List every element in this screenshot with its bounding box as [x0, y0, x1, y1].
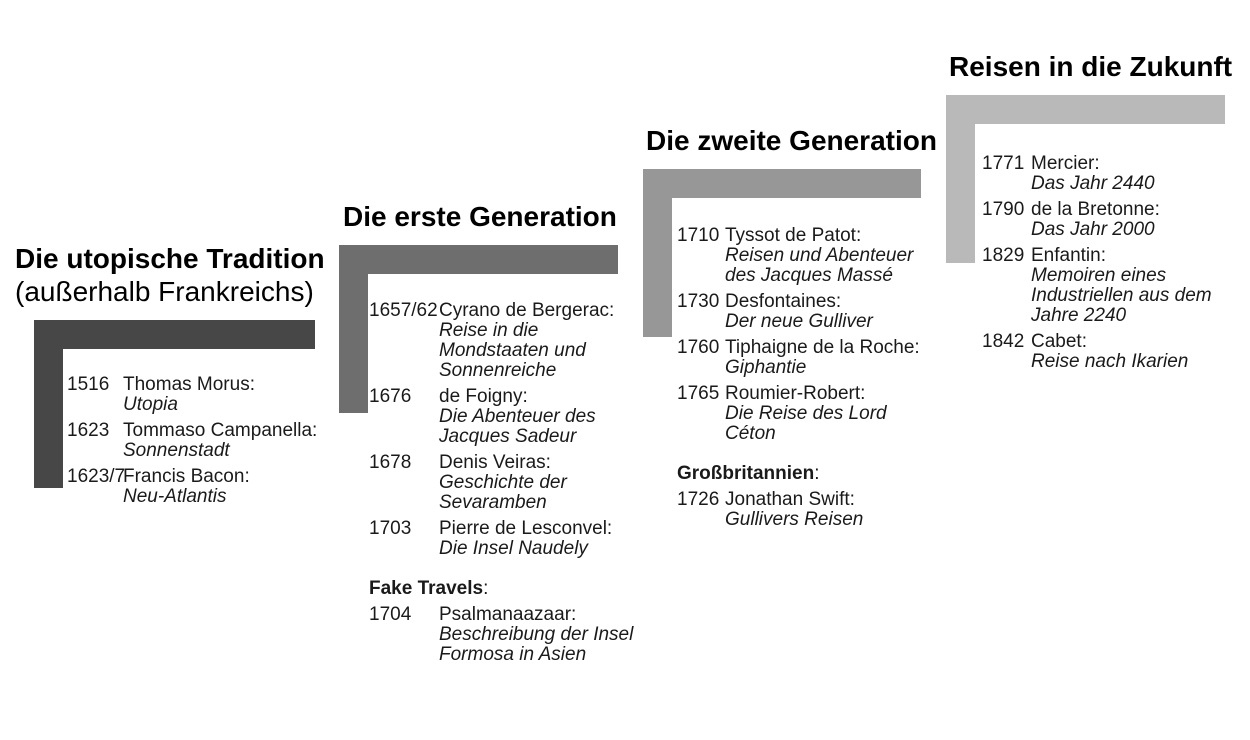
entry: 1765 Roumier-Robert: Die Reise des Lord …: [677, 384, 927, 444]
column-title: Die erste Generation: [343, 200, 617, 233]
timeline-bar-horizontal: [34, 320, 315, 349]
entry-author: Mercier:: [1031, 153, 1100, 174]
entry-year: 1765: [677, 383, 720, 404]
entry: 1678 Denis Veiras: Geschichte der Sevara…: [369, 453, 621, 513]
column-title: Die utopische Tradition (außerhalb Frank…: [15, 242, 325, 308]
entry-author: Cabet:: [1031, 331, 1087, 352]
entry-author: Tiphaigne de la Roche:: [725, 337, 920, 358]
entry: 1771 Mercier: Das Jahr 2440: [982, 154, 1232, 194]
entry-year: 1842: [982, 331, 1025, 352]
subheader-label: Großbritannien: [677, 463, 815, 484]
entry: 1842 Cabet: Reise nach Ikarien: [982, 332, 1232, 372]
column-title: Die zweite Generation: [646, 124, 937, 157]
entry: 1623/7 Francis Bacon: Neu-Atlantis: [67, 467, 337, 507]
entry-work-title: Gullivers Reisen: [725, 509, 864, 530]
entry-year: 1676: [369, 386, 412, 407]
entry-work-title: Das Jahr 2000: [1031, 219, 1155, 240]
subheader-grossbritannien: Großbritannien:: [677, 464, 927, 484]
entry-year: 1730: [677, 291, 720, 312]
entry-work-title: Giphantie: [725, 357, 807, 378]
column-title-line1: Die utopische Tradition: [15, 243, 325, 274]
entry-author: Thomas Morus:: [123, 374, 255, 395]
entry-author: Enfantin:: [1031, 245, 1106, 266]
entry-list: 1710 Tyssot de Patot: Reisen und Abenteu…: [677, 226, 927, 536]
entry-work-title: Sonnenstadt: [123, 440, 230, 461]
entry: 1829 Enfantin: Memoiren eines Industriel…: [982, 246, 1232, 326]
entry-year: 1726: [677, 489, 720, 510]
entry: 1760 Tiphaigne de la Roche: Giphantie: [677, 338, 927, 378]
column-title: Reisen in die Zukunft: [949, 50, 1232, 83]
entry-author: de la Bretonne:: [1031, 199, 1160, 220]
entry-year: 1516: [67, 374, 110, 395]
entry-work-title: Memoiren eines Industriellen aus dem Jah…: [1031, 265, 1212, 326]
entry-year: 1623: [67, 420, 110, 441]
entry-work-title: Die Abenteuer des Jacques Sadeur: [439, 406, 596, 447]
entry-year: 1657/62: [369, 300, 438, 321]
entry-year: 1704: [369, 604, 412, 625]
timeline-bar-vertical: [946, 95, 975, 263]
entry-year: 1623/7: [67, 466, 126, 487]
entry: 1516 Thomas Morus: Utopia: [67, 375, 337, 415]
column-title-line1: Reisen in die Zukunft: [949, 51, 1233, 82]
entry-author: de Foigny:: [439, 386, 528, 407]
subheader-label: Fake Travels: [369, 578, 484, 599]
timeline-bar-horizontal: [946, 95, 1225, 124]
entry-author: Cyrano de Bergerac:: [439, 300, 615, 321]
entry: 1790 de la Bretonne: Das Jahr 2000: [982, 200, 1232, 240]
entry: 1710 Tyssot de Patot: Reisen und Abenteu…: [677, 226, 927, 286]
entry-work-title: Die Reise des Lord Céton: [725, 403, 887, 444]
entry-work-title: Reise in die Mondstaaten und Sonnenreich…: [439, 320, 586, 381]
entry: 1726 Jonathan Swift: Gullivers Reisen: [677, 490, 927, 530]
entry: 1730 Desfontaines: Der neue Gulliver: [677, 292, 927, 332]
entry: 1623 Tommaso Campanella: Sonnenstadt: [67, 421, 337, 461]
entry-list: 1516 Thomas Morus: Utopia 1623 Tommaso C…: [67, 375, 337, 513]
entry-work-title: Geschichte der Sevaramben: [439, 472, 567, 513]
entry-year: 1760: [677, 337, 720, 358]
entry-author: Roumier-Robert:: [725, 383, 866, 404]
entry: 1657/62 Cyrano de Bergerac: Reise in die…: [369, 301, 621, 381]
entry-work-title: Reisen und Abenteuer des Jacques Massé: [725, 245, 914, 286]
timeline-bar-vertical: [339, 245, 368, 413]
entry-work-title: Die Insel Naudely: [439, 538, 588, 559]
entry: 1676 de Foigny: Die Abenteuer des Jacque…: [369, 387, 621, 447]
entry-work-title: Der neue Gulliver: [725, 311, 873, 332]
subheader-fake-travels: Fake Travels:: [369, 579, 621, 599]
entry-work-title: Beschreibung der Insel Formosa in Asien: [439, 624, 634, 665]
column-title-line1: Die zweite Generation: [646, 125, 937, 156]
entry-author: Tyssot de Patot:: [725, 225, 862, 246]
entry-year: 1678: [369, 452, 412, 473]
entry-author: Francis Bacon:: [123, 466, 250, 487]
entry-year: 1829: [982, 245, 1025, 266]
entry-list: 1771 Mercier: Das Jahr 2440 1790 de la B…: [982, 154, 1232, 378]
entry-work-title: Utopia: [123, 394, 178, 415]
entry-year: 1771: [982, 153, 1025, 174]
timeline-bar-horizontal: [339, 245, 618, 274]
entry-author: Tommaso Campanella:: [123, 420, 318, 441]
entry-year: 1790: [982, 199, 1025, 220]
entry-author: Denis Veiras:: [439, 452, 551, 473]
subheader-colon: :: [814, 463, 820, 484]
entry-author: Psalmanaazaar:: [439, 604, 577, 625]
entry-year: 1703: [369, 518, 412, 539]
column-subtitle: (außerhalb Frankreichs): [15, 276, 314, 307]
subheader-colon: :: [483, 578, 489, 599]
entry-work-title: Neu-Atlantis: [123, 486, 227, 507]
timeline-bar-vertical: [643, 169, 672, 337]
entry: 1704 Psalmanaazaar: Beschreibung der Ins…: [369, 604, 634, 665]
entry-author: Jonathan Swift:: [725, 489, 855, 510]
entry: 1703 Pierre de Lesconvel: Die Insel Naud…: [369, 519, 621, 559]
column-title-line1: Die erste Generation: [343, 201, 617, 232]
entry-year: 1710: [677, 225, 720, 246]
entry-work-title: Das Jahr 2440: [1031, 173, 1155, 194]
entry-list: 1657/62 Cyrano de Bergerac: Reise in die…: [369, 301, 634, 671]
entry-author: Pierre de Lesconvel:: [439, 518, 613, 539]
timeline-bar-vertical: [34, 320, 63, 488]
timeline-bar-horizontal: [643, 169, 921, 198]
entry-work-title: Reise nach Ikarien: [1031, 351, 1189, 372]
entry-author: Desfontaines:: [725, 291, 842, 312]
